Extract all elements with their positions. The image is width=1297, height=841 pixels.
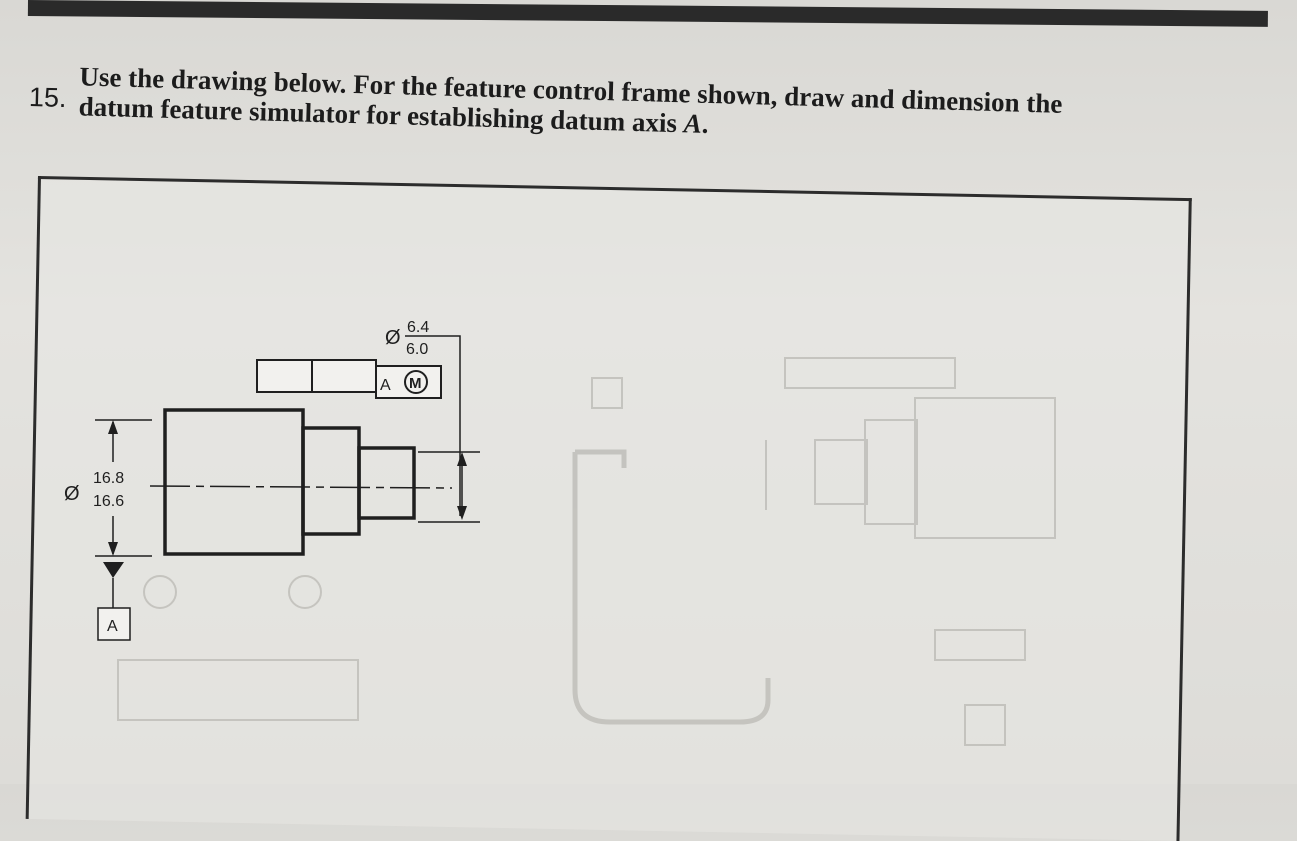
part-stepped-shaft bbox=[149, 408, 453, 556]
diameter-symbol-large: Ø bbox=[64, 483, 80, 505]
large-diameter-lower: 16.6 bbox=[93, 493, 124, 510]
large-diameter-step bbox=[163, 408, 305, 556]
fcf-mmc-modifier: M bbox=[409, 375, 422, 392]
datum-feature-symbol: A bbox=[97, 562, 131, 641]
large-diameter-upper: 16.8 bbox=[93, 470, 124, 487]
middle-step bbox=[301, 426, 361, 536]
small-diameter-step bbox=[357, 446, 416, 520]
datum-letter: A bbox=[107, 618, 118, 635]
feature-control-frame: A M bbox=[256, 359, 442, 399]
technical-drawing: A M Ø 6.4 6.0 Ø 16.8 16.6 A bbox=[64, 319, 1056, 746]
fcf-datum-ref: A bbox=[380, 377, 391, 394]
diameter-symbol: Ø bbox=[385, 327, 401, 349]
diameter-upper-limit: 6.4 bbox=[407, 319, 429, 336]
large-diameter-dimension: Ø 16.8 16.6 bbox=[64, 419, 152, 557]
diameter-lower-limit: 6.0 bbox=[406, 341, 428, 358]
show-through-ghost bbox=[117, 357, 1056, 746]
small-diameter-dimension: Ø 6.4 6.0 bbox=[385, 319, 480, 523]
mmc-modifier-circle bbox=[404, 370, 428, 394]
center-line bbox=[149, 485, 453, 489]
